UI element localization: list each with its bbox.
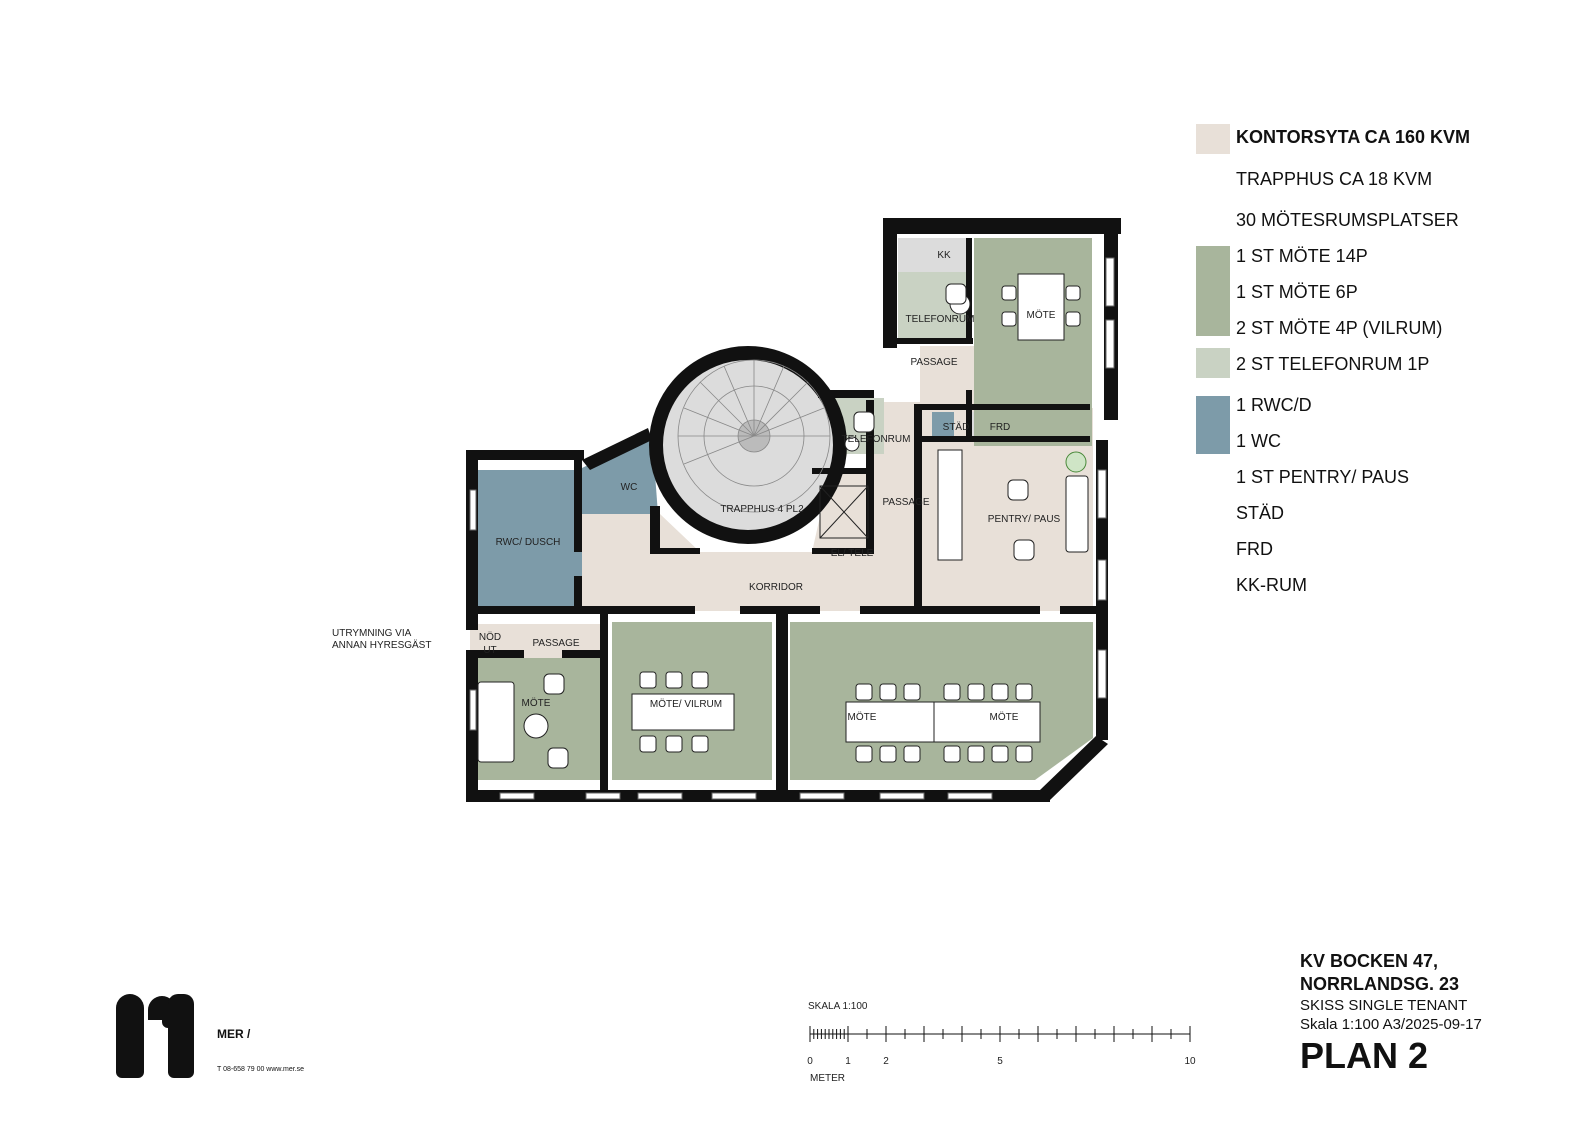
logo-contact: T 08-658 79 00 www.mer.se [217, 1066, 305, 1073]
scale-tick-0: 0 [807, 1056, 813, 1067]
label-wc: WC [621, 482, 638, 493]
round-table-phone2 [844, 436, 860, 452]
label-passage-low: PASSAGE [532, 638, 579, 649]
legend-item: 30 MÖTESRUMSPLATSER [1236, 210, 1459, 230]
room-labels: KK TELEFONRUM MÖTE PASSAGE TELEFONRUM ST… [332, 250, 1061, 723]
label-trapphus: TRAPPHUS 4 PL2 [720, 504, 804, 515]
legend-swatch [1196, 246, 1230, 336]
kitchen-counter [937, 449, 963, 561]
logo-name: MER / [217, 1027, 251, 1041]
label-telefonrum-1: TELEFONRUM [906, 314, 975, 325]
label-nod: NÖD [479, 631, 501, 643]
legend-item: 1 RWC/D [1236, 395, 1312, 415]
title-line-2: NORRLANDSG. 23 [1300, 974, 1460, 994]
legend-item: STÄD [1236, 503, 1285, 523]
sofa-mote-left [477, 681, 515, 763]
legend-item: 2 ST MÖTE 4P (VILRUM) [1236, 318, 1443, 338]
label-mote-top: MÖTE [1027, 309, 1056, 321]
title-line-1: KV BOCKEN 47, [1300, 951, 1439, 971]
label-rwc-dusch: RWC/ DUSCH [496, 537, 561, 548]
legend-swatch [1196, 348, 1230, 378]
scale-tick-5: 5 [997, 1056, 1003, 1067]
table-vilrum [631, 693, 735, 731]
label-kk: KK [937, 250, 951, 261]
legend-item: KK-RUM [1236, 575, 1307, 595]
label-telefonrum-2: TELEFONRUM [842, 434, 911, 445]
label-el-tele: EL/ TELE [831, 548, 874, 559]
elevator-icon [819, 485, 869, 539]
stair-treads [677, 359, 831, 513]
stad-floor [932, 412, 954, 436]
label-evac-2: ANNAN HYRESGÄST [332, 639, 431, 651]
table-big-a [845, 701, 935, 743]
legend-item: 1 ST PENTRY/ PAUS [1236, 467, 1410, 487]
label-frd: FRD [990, 422, 1011, 433]
label-mote-left: MÖTE [522, 697, 551, 709]
label-passage-top: PASSAGE [910, 357, 957, 368]
label-mote-big-a: MÖTE [848, 711, 877, 723]
legend-item: FRD [1236, 539, 1273, 559]
scale-tick-1: 1 [845, 1056, 851, 1067]
label-pentry: PENTRY/ PAUS [988, 514, 1061, 525]
wc-floor [582, 434, 658, 514]
legend-item: 1 ST MÖTE 6P [1236, 282, 1358, 302]
label-passage-mid: PASSAGE [882, 497, 929, 508]
legend-item: 1 ST MÖTE 14P [1236, 246, 1368, 266]
legend-item: KONTORSYTA CA 160 KVM [1236, 127, 1471, 147]
table-big-b [933, 701, 1041, 743]
scale-tick-10: 10 [1184, 1056, 1196, 1067]
scale-tick-2: 2 [883, 1056, 889, 1067]
mote-top-floor [974, 238, 1092, 446]
scale-bar: SKALA 1:100 0 1 2 5 10 METER [807, 1001, 1196, 1084]
sofa-pentry [1065, 475, 1089, 553]
label-mote-vilrum: MÖTE/ VILRUM [650, 698, 722, 710]
title-block: KV BOCKEN 47, NORRLANDSG. 23 SKISS SINGL… [1300, 950, 1482, 1076]
plan-title: PLAN 2 [1300, 1035, 1429, 1076]
legend-item: TRAPPHUS CA 18 KVM [1236, 169, 1433, 189]
legend-swatch [1196, 124, 1230, 154]
kk-floor [898, 238, 968, 272]
label-korridor: KORRIDOR [749, 582, 803, 593]
label-evac-1: UTRYMNING VIA [332, 628, 412, 639]
plant-icon [1065, 451, 1087, 473]
title-line-4: Skala 1:100 A3/2025-09-17 [1300, 1016, 1482, 1033]
legend-swatch [1196, 396, 1230, 454]
label-mote-big-b: MÖTE [990, 711, 1019, 723]
scale-title: SKALA 1:100 [808, 1001, 868, 1012]
windows [469, 257, 1115, 800]
title-line-3: SKISS SINGLE TENANT [1300, 997, 1468, 1014]
mer-logo-icon [116, 994, 194, 1078]
round-table-left [523, 713, 549, 739]
table-mote-top [1017, 273, 1065, 341]
rwc-dusch-floor [470, 470, 582, 611]
legend-item: 1 WC [1236, 431, 1281, 451]
label-ut: UT [483, 645, 496, 656]
legend-item: 2 ST TELEFONRUM 1P [1236, 354, 1430, 374]
scale-unit: METER [810, 1073, 845, 1084]
label-stad: STÄD [943, 421, 970, 433]
mote-big-floor [790, 622, 1093, 780]
chairs [543, 283, 1081, 769]
